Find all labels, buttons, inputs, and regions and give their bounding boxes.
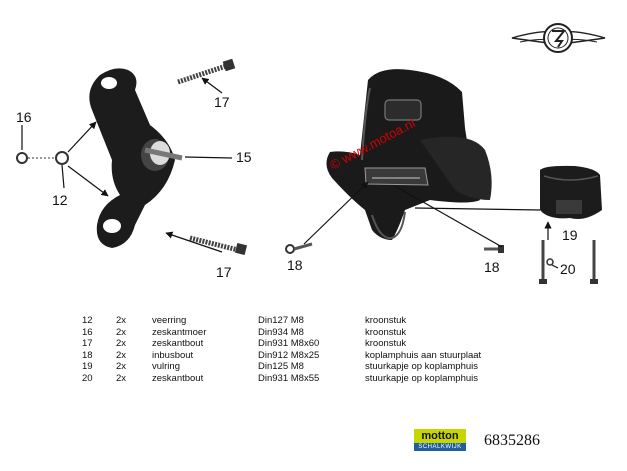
part-norm: Din125 M8 bbox=[258, 361, 304, 373]
part-description: kroonstuk bbox=[365, 338, 407, 350]
triple-clamp-part bbox=[89, 68, 183, 248]
callout-18-right: 18 bbox=[484, 259, 500, 275]
callout-18-left: 18 bbox=[287, 257, 303, 273]
part-quantity: 2x bbox=[116, 326, 127, 338]
part-quantity: 2x bbox=[116, 338, 127, 350]
part-name: zeskantbout bbox=[152, 372, 204, 384]
callout-20: 20 bbox=[560, 261, 576, 277]
part-norm: Din931 M8x60 bbox=[258, 338, 320, 350]
part-description: kroonstuk bbox=[365, 315, 407, 326]
nut-16-washer-12 bbox=[16, 151, 69, 165]
part-quantity: 2x bbox=[116, 349, 127, 361]
zundapp-logo-icon bbox=[511, 23, 606, 53]
callout-12: 12 bbox=[52, 192, 68, 208]
part-description: koplamphuis aan stuurplaat bbox=[365, 349, 482, 361]
brand-subtitle: SCHALKWIJK bbox=[414, 443, 466, 451]
part-quantity: 2x bbox=[116, 372, 127, 384]
part-name: veerring bbox=[152, 315, 187, 326]
leader-lines-right bbox=[303, 181, 559, 269]
part-name: inbusbout bbox=[152, 349, 194, 361]
part-norm: Din127 M8 bbox=[258, 315, 304, 326]
part-number: 12 bbox=[82, 315, 93, 326]
brand-name: motton bbox=[414, 429, 466, 443]
callout-17-bottom: 17 bbox=[216, 264, 232, 280]
bolt-17-top bbox=[177, 58, 236, 85]
callout-19: 19 bbox=[562, 227, 578, 243]
part-number: 18 bbox=[82, 349, 93, 361]
handlebar-cap-part bbox=[540, 165, 602, 219]
part-description: stuurkapje op koplamphuis bbox=[365, 372, 479, 384]
part-description: kroonstuk bbox=[365, 326, 407, 338]
part-norm: Din934 M8 bbox=[258, 326, 304, 338]
part-number: 17 bbox=[82, 338, 93, 350]
bolt-18-right bbox=[484, 245, 504, 253]
part-quantity: 2x bbox=[116, 315, 127, 326]
part-description: stuurkapje op koplamphuis bbox=[365, 361, 479, 373]
part-quantity: 2x bbox=[116, 361, 127, 373]
exploded-parts-diagram: © www.motoa.nl bbox=[16, 23, 606, 284]
callout-16: 16 bbox=[16, 109, 32, 125]
bolt-18-left bbox=[285, 242, 313, 254]
part-name: vulring bbox=[152, 361, 180, 373]
catalog-number: 6835286 bbox=[484, 432, 540, 449]
part-norm: Din931 M8x55 bbox=[258, 372, 320, 384]
headlamp-housing-part bbox=[326, 69, 492, 240]
brand-logo: motton SCHALKWIJK bbox=[414, 429, 466, 451]
part-name: zeskantmoer bbox=[152, 326, 207, 338]
part-norm: Din912 M8x25 bbox=[258, 349, 320, 361]
leader-lines-left bbox=[21, 77, 233, 253]
callout-17-top: 17 bbox=[214, 94, 230, 110]
part-number: 16 bbox=[82, 326, 93, 338]
part-name: zeskantbout bbox=[152, 338, 204, 350]
bolts-20-washer-19 bbox=[539, 240, 598, 284]
part-number: 19 bbox=[82, 361, 93, 373]
callout-15: 15 bbox=[236, 149, 252, 165]
part-number: 20 bbox=[82, 372, 93, 384]
bolt-17-bottom bbox=[189, 235, 248, 256]
